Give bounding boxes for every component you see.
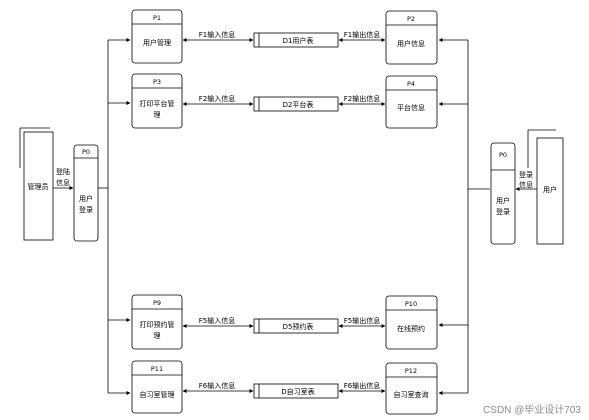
admin-label: 管理员 <box>28 182 49 191</box>
f5-out-label: F5输出信息 <box>344 316 380 325</box>
process-p11 <box>131 360 183 414</box>
process-p1 <box>131 9 183 64</box>
f6-in-label: F6输入信息 <box>199 381 235 390</box>
user-login-flow-line1: 登录 <box>519 170 533 179</box>
p3-id: P3 <box>153 78 161 86</box>
p1-id: P1 <box>153 14 161 22</box>
p12-id: P12 <box>405 367 417 375</box>
process-p3 <box>131 73 183 129</box>
process-p10 <box>385 295 438 350</box>
user-login-flow-line2: 信息 <box>519 180 533 189</box>
admin-login-flow-line1: 登陆 <box>56 167 70 176</box>
watermark: CSDN @毕业设计703 <box>483 405 581 416</box>
process-p0-right <box>490 142 516 245</box>
f6-out-label: F6输出信息 <box>344 381 380 390</box>
p2-id: P2 <box>407 15 415 23</box>
p0-right-id: P0 <box>499 151 507 159</box>
data-store-d1 <box>253 32 339 48</box>
p0-right-line1: 用户 <box>496 196 510 205</box>
p10-label: 在线预约 <box>397 324 425 333</box>
data-store-d5 <box>253 318 339 334</box>
d1-label: D1用户表 <box>283 36 314 45</box>
d-label: D自习室表 <box>281 387 314 396</box>
f1-in-label: F1输入信息 <box>199 30 235 39</box>
admin-entity <box>19 127 54 241</box>
p9-id: P9 <box>153 299 161 307</box>
process-p9 <box>131 294 183 350</box>
p9-label-line1: 打印预约管 <box>140 320 175 329</box>
p0-right-line2: 登录 <box>496 207 510 216</box>
data-store-d <box>253 383 339 399</box>
p0-left-line1: 用户 <box>79 194 93 203</box>
process-p12 <box>385 362 438 415</box>
p0-left-line2: 登录 <box>79 205 93 214</box>
p1-label: 用户管理 <box>143 38 171 47</box>
process-p0-left <box>73 144 99 242</box>
f2-out-label: F2输出信息 <box>344 94 380 103</box>
d2-label: D2平台表 <box>283 100 314 109</box>
p2-label: 用户信息 <box>397 39 425 48</box>
p4-id: P4 <box>407 80 415 88</box>
f1-out-label: F1输出信息 <box>344 30 380 39</box>
p3-label-line1: 打印平台管 <box>140 99 175 108</box>
p12-label: 自习室查询 <box>394 390 429 399</box>
p11-label: 自习室管理 <box>140 390 175 399</box>
p0-left-id: P0 <box>82 148 90 156</box>
p4-label: 平台信息 <box>397 103 425 112</box>
process-p4 <box>385 75 438 129</box>
admin-login-flow-line2: 信息 <box>56 178 70 187</box>
d5-label: D5预约表 <box>283 322 314 331</box>
user-entity <box>527 129 564 245</box>
p3-label-line2: 理 <box>154 111 161 119</box>
f2-in-label: F2输入信息 <box>199 94 235 103</box>
p11-id: P11 <box>151 365 163 373</box>
p10-id: P10 <box>405 300 417 308</box>
p9-label-line2: 理 <box>154 332 161 340</box>
f5-in-label: F5输入信息 <box>199 316 235 325</box>
process-p2 <box>385 10 438 65</box>
data-store-d2 <box>253 96 339 112</box>
user-label: 用户 <box>543 185 557 194</box>
